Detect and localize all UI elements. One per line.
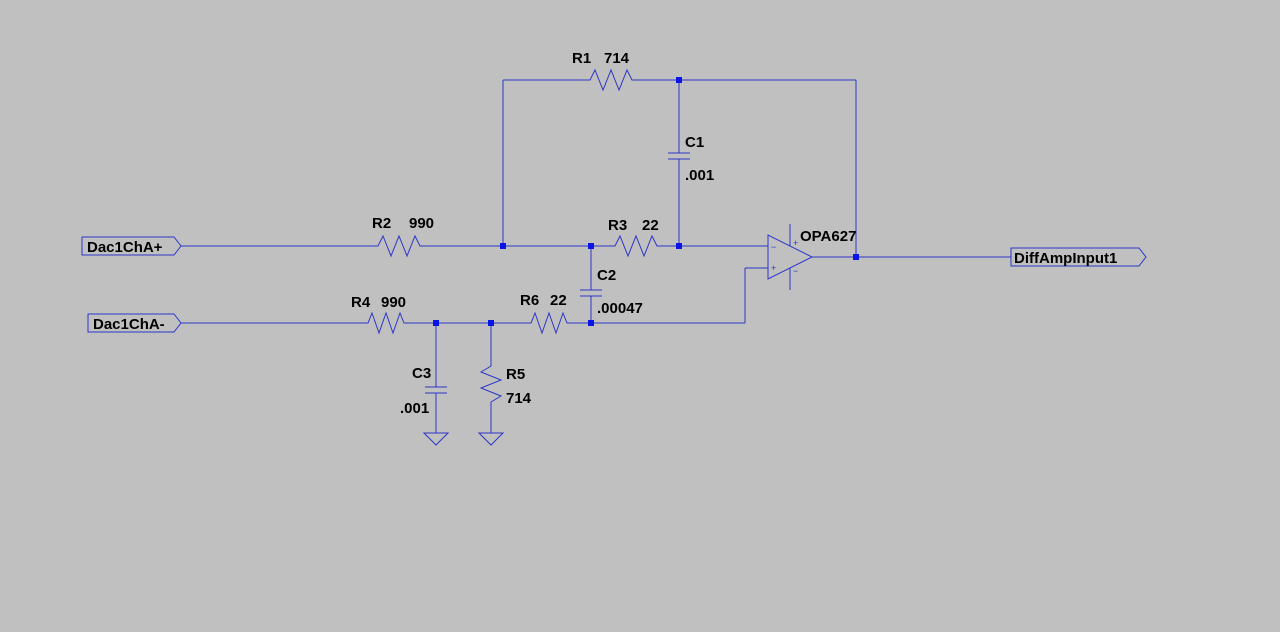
r5-ref: R5 [506,366,525,383]
junction-dot [588,320,594,326]
capacitor-c1[interactable]: C1 .001 [668,134,714,184]
capacitor-c2[interactable]: C2 .00047 [580,267,643,317]
c1-value: .001 [685,167,714,184]
opamp-ref: OPA627 [800,228,856,245]
resistor-r2[interactable]: R2 990 [368,215,434,258]
r3-value: 22 [642,217,659,234]
opamp-plus-sign: + [771,263,776,273]
r2-ref: R2 [372,215,391,232]
ground-symbol-c3 [422,432,450,446]
junction-dot [676,243,682,249]
capacitor-c3[interactable]: C3 .001 [400,365,447,417]
resistor-r5[interactable]: R5 714 [479,362,532,408]
r4-value: 990 [381,294,406,311]
junction-dot [488,320,494,326]
port-diffampinput1-label: DiffAmpInput1 [1014,250,1117,267]
junction-dot [500,243,506,249]
c3-value: .001 [400,400,429,417]
r6-value: 22 [550,292,567,309]
opamp-opa627[interactable]: − + + − OPA627 [767,224,856,290]
port-diffampinput1[interactable]: DiffAmpInput1 [1010,247,1147,267]
junction-dot [588,243,594,249]
c2-value: .00047 [597,300,643,317]
r2-value: 990 [409,215,434,232]
resistor-r4[interactable]: R4 990 [351,294,412,335]
resistor-r1[interactable]: R1 714 [572,50,642,92]
r1-ref: R1 [572,50,591,67]
junctions [433,77,859,326]
r6-ref: R6 [520,292,539,309]
port-dac1cha-minus[interactable]: Dac1ChA- [87,313,182,333]
r5-value: 714 [506,390,532,407]
junction-dot [433,320,439,326]
c2-ref: C2 [597,267,616,284]
c1-ref: C1 [685,134,704,151]
junction-dot [676,77,682,83]
r1-value: 714 [604,50,630,67]
opamp-minus-sign: − [771,242,776,252]
r4-ref: R4 [351,294,371,311]
junction-dot [853,254,859,260]
resistor-r6[interactable]: R6 22 [520,292,575,335]
port-dac1cha-plus-label: Dac1ChA+ [87,239,163,256]
resistor-r3[interactable]: R3 22 [605,217,667,258]
c3-ref: C3 [412,365,431,382]
ground-symbol-r5 [477,432,505,446]
r3-ref: R3 [608,217,627,234]
opamp-supply-plus-sign: + [793,238,798,248]
opamp-supply-minus-sign: − [793,266,798,276]
port-dac1cha-minus-label: Dac1ChA- [93,316,165,333]
port-dac1cha-plus[interactable]: Dac1ChA+ [81,236,182,256]
wires [181,79,1011,433]
